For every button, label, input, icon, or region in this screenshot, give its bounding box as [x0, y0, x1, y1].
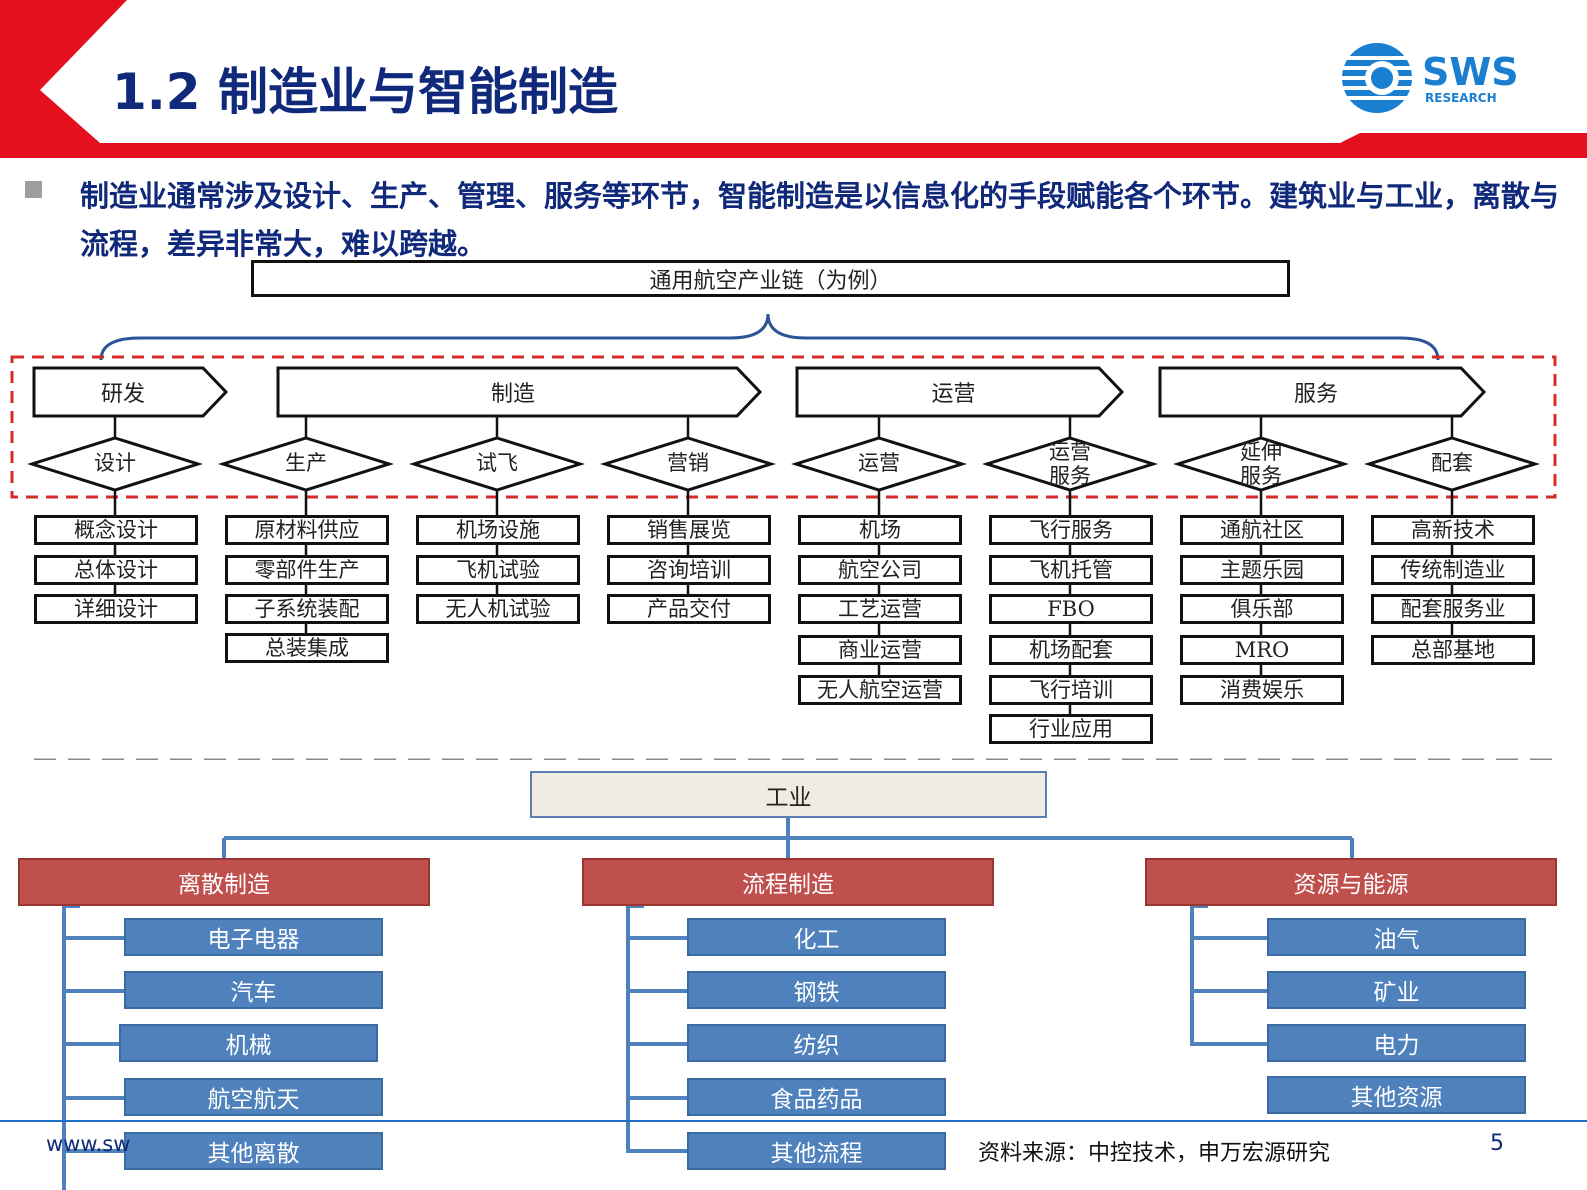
value-chain-region: [10, 355, 1557, 499]
chain-item-box: 总部基地: [1371, 635, 1535, 665]
chain-item-box: 飞行培训: [989, 675, 1153, 705]
chain-item-box: 商业运营: [798, 635, 962, 665]
footer-source: 资料来源：中控技术，申万宏源研究: [978, 1141, 1331, 1166]
diamond-label: 设计: [94, 451, 136, 476]
chain-item-box: 无人机试验: [416, 594, 580, 624]
diamond-label: 延伸 服务: [1240, 439, 1282, 488]
chain-item-box: 行业应用: [989, 714, 1153, 744]
chain-item-box: MRO: [1180, 635, 1344, 665]
industry-item-box: 油气: [1267, 918, 1526, 956]
industry-root-box: 工业: [530, 771, 1047, 818]
chain-item-box: 无人航空运营: [798, 675, 962, 705]
diamond-label: 运营 服务: [1049, 439, 1091, 488]
header-decoration: [0, 0, 1587, 158]
stage-arrow-shape: [795, 366, 1125, 418]
chain-item-box: 原材料供应: [225, 515, 389, 545]
category-box-process: 流程制造: [582, 858, 994, 906]
industry-chain-title-box: 通用航空产业链（为例）: [251, 260, 1290, 297]
category-box-resources: 资源与能源: [1145, 858, 1557, 906]
bullet-square-icon: [25, 181, 42, 198]
bullet-text: 制造业通常涉及设计、生产、管理、服务等环节，智能制造是以信息化的手段赋能各个环节…: [80, 179, 1560, 261]
stage-arrow-shape: [276, 366, 763, 418]
diamond-label: 营销: [667, 451, 709, 476]
chain-item-box: FBO: [989, 594, 1153, 624]
stage-label: 运营: [931, 382, 976, 407]
chain-item-box: 机场配套: [989, 635, 1153, 665]
industry-item-box: 食品药品: [687, 1078, 946, 1116]
stage-label: 服务: [1293, 382, 1338, 407]
industry-item-box: 矿业: [1267, 971, 1526, 1009]
page-title: 1.2 制造业与智能制造: [112, 63, 618, 121]
industry-item-box: 其他资源: [1267, 1076, 1526, 1114]
stage-arrow-shape: [1158, 366, 1487, 418]
chain-item-box: 零部件生产: [225, 555, 389, 585]
chain-item-box: 工艺运营: [798, 594, 962, 624]
chain-item-box: 咨询培训: [607, 555, 771, 585]
industry-item-box: 纺织: [687, 1024, 946, 1062]
chain-item-box: 飞行服务: [989, 515, 1153, 545]
chain-item-box: 机场设施: [416, 515, 580, 545]
page-number: 5: [1490, 1131, 1504, 1156]
chain-item-box: 消费娱乐: [1180, 675, 1344, 705]
chain-item-box: 机场: [798, 515, 962, 545]
diamond-label: 运营: [858, 451, 900, 476]
chain-item-box: 航空公司: [798, 555, 962, 585]
sws-logo: SWS RESEARCH: [1342, 43, 1519, 113]
industry-item-box: 其他流程: [687, 1132, 946, 1170]
curly-brace: [99, 313, 1440, 361]
chain-item-box: 俱乐部: [1180, 594, 1344, 624]
chain-item-box: 主题乐园: [1180, 555, 1344, 585]
category-box-discrete: 离散制造: [18, 858, 430, 906]
chain-item-box: 总装集成: [225, 633, 389, 663]
stage-label: 研发: [100, 382, 145, 407]
chain-item-box: 高新技术: [1371, 515, 1535, 545]
chain-item-box: 传统制造业: [1371, 555, 1535, 585]
chain-item-box: 产品交付: [607, 594, 771, 624]
industry-item-box: 化工: [687, 918, 946, 956]
diamond-label: 生产: [285, 451, 327, 476]
chain-item-box: 详细设计: [34, 594, 198, 624]
logo-mark-icon: [1342, 43, 1412, 113]
chain-item-box: 飞机试验: [416, 555, 580, 585]
header-red-band: [0, 0, 1587, 158]
stage-arrow-shape: [32, 366, 229, 418]
industry-item-box: 电子电器: [124, 918, 383, 956]
chain-item-box: 销售展览: [607, 515, 771, 545]
industry-item-box: 航空航天: [124, 1078, 383, 1116]
chain-item-box: 配套服务业: [1371, 594, 1535, 624]
footer-url: www.sw: [46, 1132, 131, 1156]
chain-item-box: 总体设计: [34, 555, 198, 585]
chain-item-box: 概念设计: [34, 515, 198, 545]
logo-subtext: RESEARCH: [1425, 91, 1497, 105]
stage-label: 制造: [490, 382, 535, 407]
chain-diagram-shapes: [10, 313, 1557, 760]
diamond-label: 配套: [1431, 451, 1473, 476]
diamond-label: 试飞: [476, 451, 518, 476]
industry-item-box: 汽车: [124, 971, 383, 1009]
stage-connectors: [113, 416, 1454, 438]
industry-item-box: 其他离散: [124, 1132, 383, 1170]
industry-item-box: 钢铁: [687, 971, 946, 1009]
chain-item-box: 通航社区: [1180, 515, 1344, 545]
chain-item-box: 飞机托管: [989, 555, 1153, 585]
industry-item-box: 机械: [119, 1024, 378, 1062]
logo-text: SWS: [1422, 50, 1519, 94]
industry-item-box: 电力: [1267, 1024, 1526, 1062]
chain-item-box: 子系统装配: [225, 594, 389, 624]
